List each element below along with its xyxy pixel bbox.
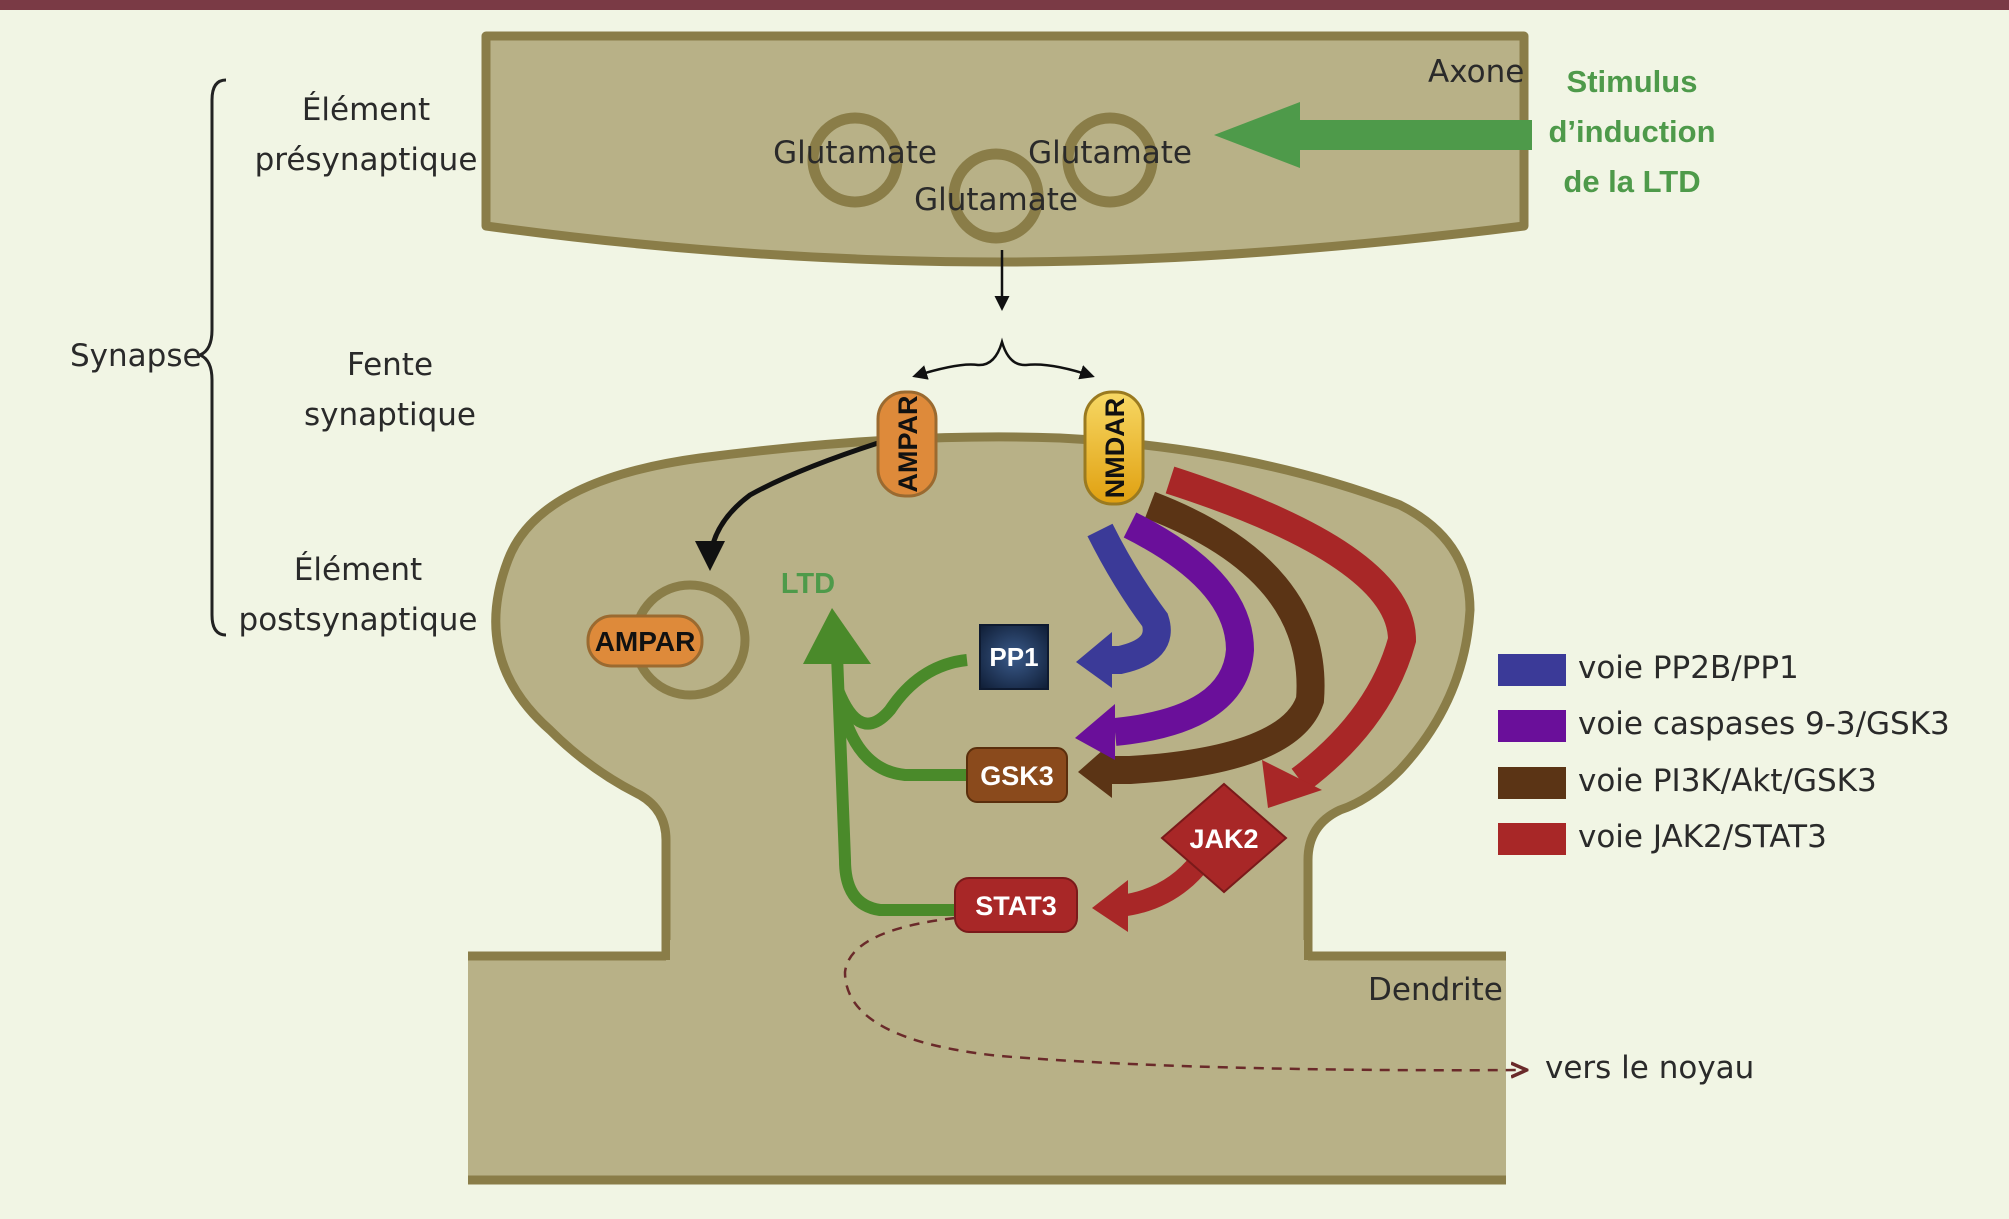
ltd-convergence-arrows (803, 608, 968, 916)
vesicle-center (948, 148, 1044, 244)
synapse-label: Synapse (70, 338, 202, 374)
to-nucleus-label: vers le noyau (1545, 1050, 1754, 1086)
stimulus-label-line3: de la LTD (1563, 164, 1700, 199)
svg-text:GSK3: GSK3 (980, 761, 1054, 791)
pathway-pp2b-pp1 (1076, 523, 1171, 688)
stimulus-label-line2: d’induction (1548, 114, 1715, 149)
legend-swatch-caspases (1498, 710, 1566, 742)
svg-text:JAK2: JAK2 (1189, 824, 1258, 854)
ltd-label: LTD (781, 568, 835, 600)
postsynaptic-label-line2: postsynaptique (239, 602, 478, 638)
pathway-jak2-stat3 (1165, 466, 1417, 808)
legend-swatch-pp2b-pp1 (1498, 654, 1566, 686)
legend: voie PP2B/PP1 voie caspases 9-3/GSK3 voi… (1498, 650, 1950, 855)
presynaptic-label-line2: présynaptique (255, 142, 478, 178)
postsynaptic-label-line1: Élément (294, 552, 422, 588)
axon-label: Axone (1428, 54, 1524, 90)
svg-text:AMPAR: AMPAR (595, 626, 696, 657)
nmdar-receptor: NMDAR (1083, 390, 1145, 506)
top-bar (0, 0, 2009, 10)
svg-text:NMDAR: NMDAR (1100, 398, 1130, 499)
stat3-node: STAT3 (954, 877, 1078, 933)
cleft-label-line1: Fente (347, 347, 433, 383)
legend-swatch-jak2-stat3 (1498, 823, 1566, 855)
vesicle-right (1062, 112, 1158, 208)
arrow-jak2-to-stat3 (1092, 854, 1209, 932)
glutamate-label-center: Glutamate (914, 182, 1078, 218)
legend-label-jak2-stat3: voie JAK2/STAT3 (1578, 819, 1827, 855)
jak2-node: JAK2 (1160, 782, 1288, 894)
svg-text:AMPAR: AMPAR (893, 396, 923, 493)
spine-neck-fill (670, 940, 1304, 970)
legend-label-caspases: voie caspases 9-3/GSK3 (1578, 706, 1950, 742)
cleft-bracket (912, 337, 1095, 380)
glutamate-label-left: Glutamate (773, 135, 937, 171)
svg-text:PP1: PP1 (989, 642, 1038, 672)
internalized-ampar: AMPAR (586, 614, 704, 668)
legend-swatch-pi3k-akt (1498, 767, 1566, 799)
pp1-node: PP1 (979, 624, 1049, 690)
stimulus-arrow (1214, 102, 1532, 168)
gsk3-node: GSK3 (966, 747, 1068, 803)
svg-text:STAT3: STAT3 (975, 891, 1057, 921)
cleft-label-line2: synaptique (304, 397, 476, 433)
presynaptic-label-line1: Élément (302, 92, 430, 128)
vesicle-left (807, 112, 903, 208)
pathway-pi3k-akt-gsk3 (1078, 491, 1325, 798)
legend-label-pi3k-akt: voie PI3K/Akt/GSK3 (1578, 763, 1877, 799)
ampar-internalization-arrow (695, 440, 879, 571)
synapse-brace (196, 78, 227, 637)
legend-label-pp2b-pp1: voie PP2B/PP1 (1578, 650, 1799, 686)
glutamate-label-right: Glutamate (1028, 135, 1192, 171)
stimulus-label-line1: Stimulus (1567, 64, 1698, 99)
dendrite-label: Dendrite (1368, 972, 1503, 1008)
ampar-receptor: AMPAR (876, 390, 938, 498)
pathway-caspases-gsk3 (1075, 512, 1255, 760)
